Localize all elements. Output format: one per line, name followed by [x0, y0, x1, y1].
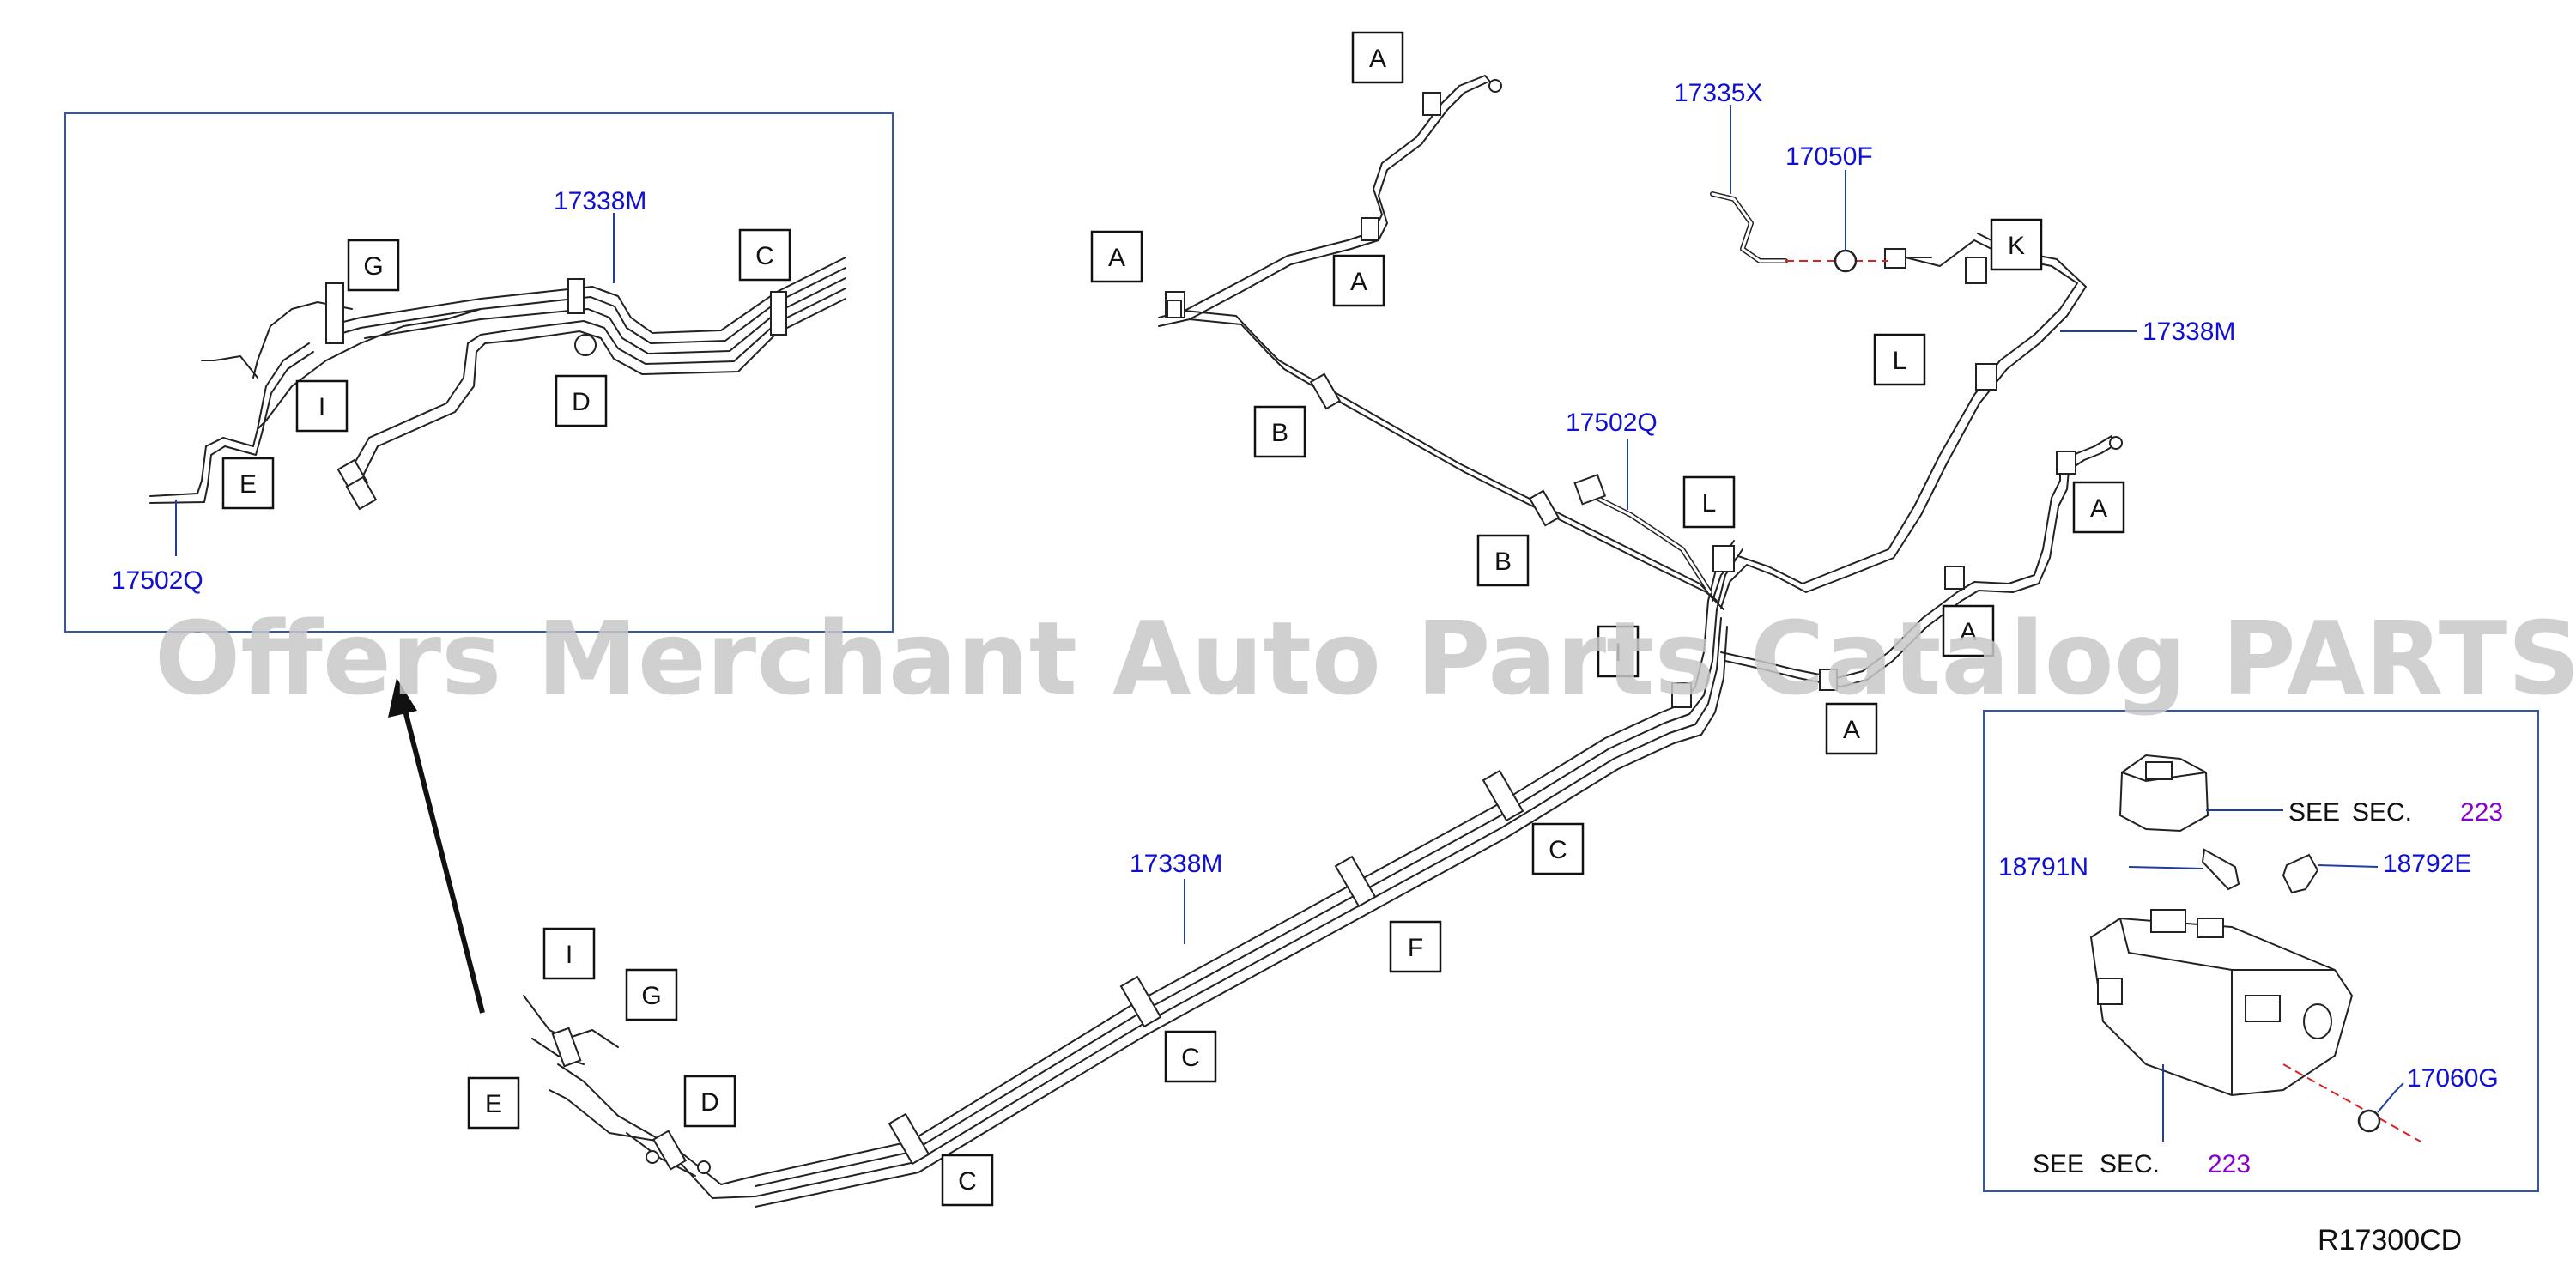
see-sec-bottom-label: SEE: [2033, 1150, 2084, 1178]
see-sec-bottom-sec: SEC.: [2100, 1150, 2160, 1178]
part-17060g[interactable]: 17060G: [2407, 1064, 2499, 1093]
svg-text:G: G: [363, 252, 383, 281]
canister-frame: [1983, 710, 2539, 1192]
callout-a-lower: A: [1825, 702, 1878, 755]
see-sec-bottom-number[interactable]: 223: [2208, 1150, 2251, 1178]
inset-callout-g: G: [347, 239, 400, 292]
hose-17335x-assembly: [1710, 105, 1888, 273]
svg-text:F: F: [1408, 934, 1423, 962]
svg-text:B: B: [1494, 548, 1512, 576]
inset-part-17502q: 17502Q: [112, 566, 203, 595]
callout-c-right: C: [1531, 822, 1585, 875]
callout-g-front: G: [625, 968, 678, 1021]
small-canister-icon: [2118, 754, 2283, 833]
connector-18792e-icon: [2282, 853, 2379, 894]
svg-text:D: D: [700, 1088, 719, 1117]
svg-text:I: I: [566, 941, 573, 969]
see-sec-top-label: SEE: [2288, 798, 2340, 827]
callout-k: K: [1990, 218, 2043, 271]
svg-text:K: K: [2008, 232, 2025, 260]
clamp-17060g-icon: [2357, 1109, 2381, 1133]
inset-callout-c: C: [738, 228, 791, 282]
svg-text:C: C: [1549, 836, 1567, 864]
callout-i-behind: I: [1597, 625, 1640, 678]
part-17502q-main[interactable]: 17502Q: [1566, 409, 1658, 437]
part-17338m-main[interactable]: 17338M: [1130, 850, 1222, 878]
inset-callout-d: D: [555, 374, 608, 427]
svg-text:A: A: [1843, 716, 1860, 744]
callout-a-right: A: [2072, 481, 2125, 534]
callout-a-behind: A: [1942, 604, 1995, 657]
large-canister-icon: [2089, 909, 2421, 1142]
svg-text:L: L: [1893, 347, 1907, 375]
watermark-text: Offers Merchant Auto Parts Catalog PARTS…: [155, 599, 2576, 718]
svg-text:C: C: [755, 242, 774, 270]
clamp-17050f-icon: [1834, 249, 1858, 273]
callout-l-upper: L: [1873, 333, 1926, 386]
svg-text:I: I: [318, 393, 325, 421]
callout-d-front: D: [683, 1075, 736, 1128]
callout-a-left: A: [1090, 230, 1143, 283]
main-pipe-assembly: [523, 75, 2123, 1208]
diagram-reference-code: R17300CD: [2318, 1224, 2462, 1257]
canister-panel: SEE SEC. 223 18791N 18792E 17060G SEE SE…: [1983, 710, 2539, 1192]
zoom-arrow: [388, 678, 485, 1014]
svg-text:A: A: [1350, 268, 1367, 296]
part-18791n[interactable]: 18791N: [1998, 853, 2088, 881]
inset-callout-i: I: [295, 379, 349, 433]
inset-part-17338m: 17338M: [554, 187, 646, 215]
see-sec-top-sec: SEC.: [2352, 798, 2412, 827]
callout-l-lower: L: [1682, 475, 1736, 529]
svg-text:L: L: [1702, 489, 1717, 518]
part-17338m-right[interactable]: 17338M: [2143, 318, 2235, 346]
svg-text:A: A: [2090, 494, 2107, 523]
tube-18791n-icon: [2128, 848, 2240, 891]
part-17050f[interactable]: 17050F: [1785, 142, 1873, 171]
svg-text:D: D: [572, 388, 591, 416]
svg-text:C: C: [1181, 1044, 1200, 1072]
callout-a-top: A: [1351, 31, 1404, 84]
callout-c-bottom: C: [941, 1154, 994, 1207]
svg-text:C: C: [958, 1167, 977, 1196]
inset-detail-panel: G C I D E 17338M 17502Q: [64, 112, 894, 633]
inset-callout-e: E: [221, 457, 275, 510]
svg-text:A: A: [1369, 45, 1386, 73]
inset-pipe-bundle: [149, 257, 846, 511]
callout-a-mid: A: [1332, 254, 1385, 307]
svg-text:E: E: [485, 1090, 502, 1118]
inset-frame: [64, 112, 894, 633]
see-sec-top-number[interactable]: 223: [2460, 798, 2503, 827]
svg-text:E: E: [239, 470, 257, 499]
callout-f: F: [1389, 920, 1442, 973]
svg-text:B: B: [1271, 419, 1288, 447]
part-18792e[interactable]: 18792E: [2383, 850, 2471, 878]
callout-e-front: E: [467, 1076, 520, 1130]
svg-text:A: A: [1108, 244, 1125, 272]
part-17335x[interactable]: 17335X: [1674, 79, 1762, 107]
callout-b-upper: B: [1253, 405, 1306, 458]
svg-text:I: I: [1615, 639, 1621, 667]
svg-text:G: G: [641, 982, 661, 1010]
callout-i-front: I: [542, 927, 596, 980]
svg-text:A: A: [1960, 618, 1977, 646]
callout-c-mid: C: [1164, 1030, 1217, 1083]
callout-b-lower: B: [1476, 534, 1530, 587]
